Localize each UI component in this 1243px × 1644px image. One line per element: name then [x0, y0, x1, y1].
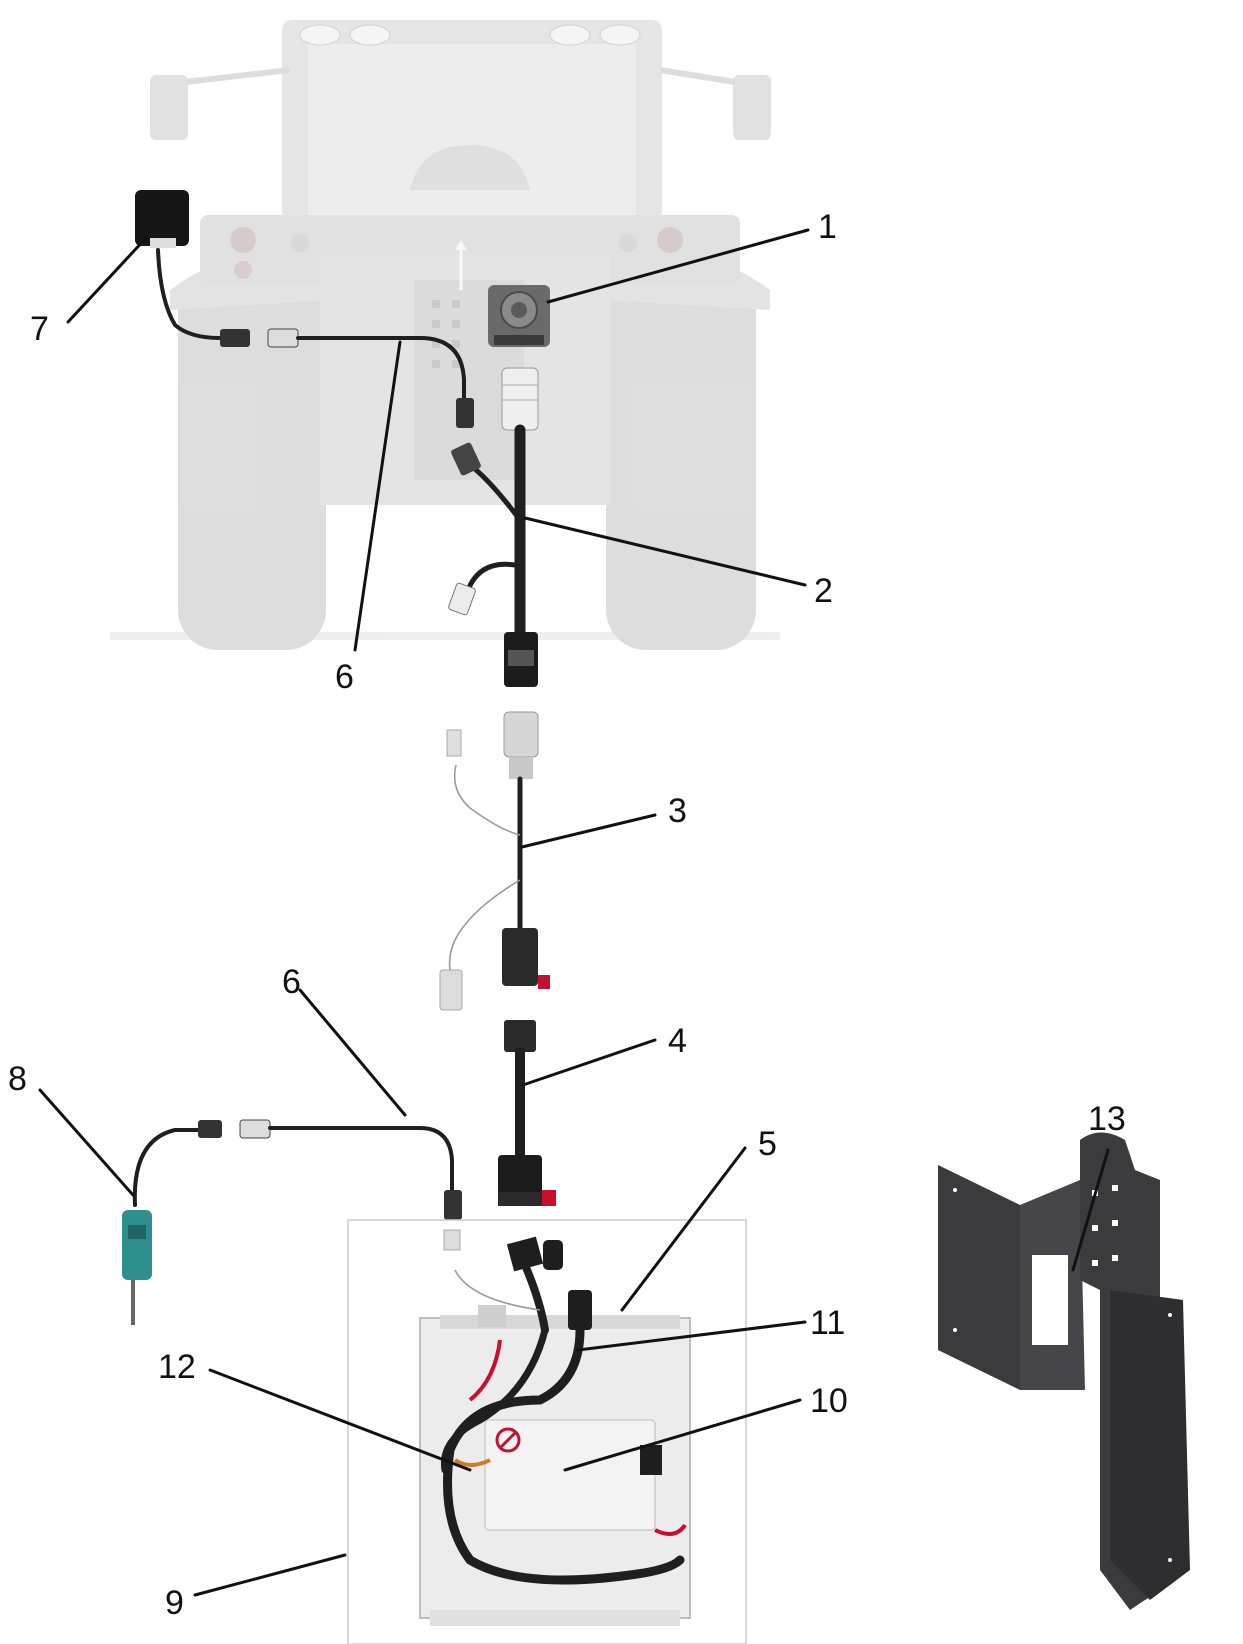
callout-10: 10 [810, 1382, 848, 1420]
adapter-cable [440, 712, 550, 1010]
callout-8: 8 [8, 1060, 27, 1098]
callout-7: 7 [30, 310, 49, 348]
callout-5: 5 [758, 1125, 777, 1163]
callout-11: 11 [810, 1304, 845, 1342]
callout-3: 3 [668, 792, 687, 830]
callout-6-top: 6 [335, 658, 354, 696]
isobus-socket [488, 285, 550, 347]
callout-6-bottom: 6 [282, 963, 301, 1001]
callout-9: 9 [165, 1584, 184, 1622]
callout-12: 12 [158, 1348, 196, 1386]
battery-box [348, 1220, 746, 1644]
callout-2: 2 [814, 572, 833, 610]
callout-4: 4 [668, 1022, 687, 1060]
mounting-bracket [938, 1133, 1190, 1611]
callout-1: 1 [818, 208, 837, 246]
callout-13: 13 [1088, 1100, 1126, 1138]
extension-cable [498, 1020, 556, 1206]
